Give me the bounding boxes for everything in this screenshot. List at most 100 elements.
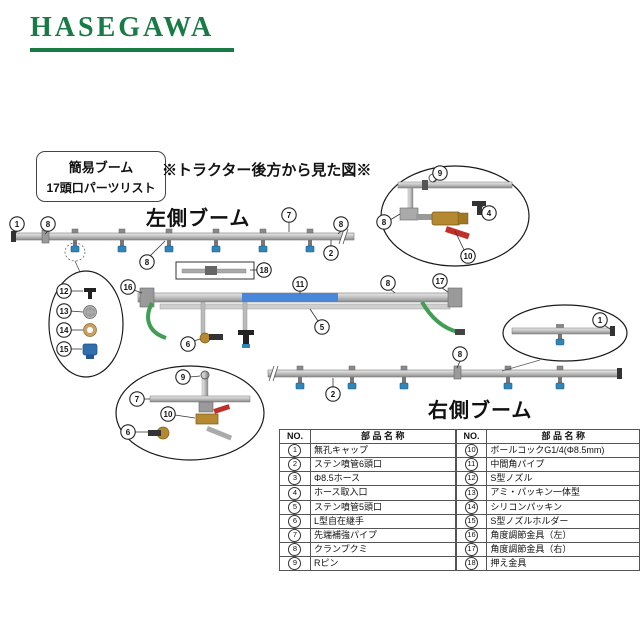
part-name: 無孔キャップ [309, 442, 456, 459]
svg-text:8: 8 [386, 279, 391, 288]
part-callout: 11 [292, 276, 308, 294]
part-callout: 16 [120, 279, 143, 295]
nozzle [164, 228, 174, 253]
svg-text:8: 8 [382, 218, 387, 227]
svg-text:7: 7 [287, 211, 292, 220]
mesh-lines [85, 307, 95, 317]
end-cap [610, 326, 615, 336]
part-number: 2 [288, 458, 302, 472]
part-name: Rピン [309, 555, 456, 572]
part-number: 8 [288, 543, 302, 556]
svg-text:12: 12 [60, 287, 69, 296]
col-header-name: 部 品 名 称 [486, 429, 640, 444]
svg-text:6: 6 [186, 340, 191, 349]
part-callout: 15 [56, 341, 82, 357]
l-joint-arm [209, 334, 223, 340]
part-number: 11 [464, 458, 478, 472]
part-name: 角度調節金具（右） [486, 541, 640, 558]
part-number: 10 [464, 444, 478, 458]
svg-text:2: 2 [331, 390, 336, 399]
part-callout: 7 [281, 207, 297, 232]
part-name: ボールコックG1/4(Φ8.5mm) [486, 442, 640, 459]
nozzle-holder [82, 343, 98, 356]
part-name: 押え金具 [486, 555, 640, 572]
part-callout: 9 [175, 369, 201, 385]
svg-text:1: 1 [15, 220, 20, 229]
l-joint [199, 332, 211, 344]
part-number: 13 [464, 486, 478, 500]
part-callout: 8 [139, 240, 166, 270]
logo-underline [30, 48, 234, 52]
nozzle [347, 365, 357, 390]
part-callout: 10 [454, 230, 476, 264]
blue-band [242, 293, 338, 302]
hose [146, 302, 167, 340]
part-number: 14 [464, 500, 478, 514]
part-callout: 6 [120, 424, 148, 440]
nozzle [211, 228, 221, 253]
part-name: S型ノズル [486, 471, 640, 487]
part-number: 12 [464, 472, 478, 486]
nozzle [258, 228, 268, 253]
table-row: 10 ボールコックG1/4(Φ8.5mm) [455, 442, 640, 459]
pipe-break-mark [268, 365, 279, 382]
right-boom-label: 右側ブーム [428, 400, 533, 422]
table-row: 2 ステン噴管6頭口 [279, 457, 456, 473]
svg-text:8: 8 [458, 350, 463, 359]
col-header-no: NO. [279, 429, 311, 444]
pipe-break-mark [269, 365, 278, 382]
part-name: 角度調節金具（左） [486, 527, 640, 543]
svg-text:7: 7 [135, 395, 140, 404]
table-row: 17 角度調節金具（右） [455, 541, 640, 558]
pipe-break-mark [339, 228, 348, 245]
part-name: ステン噴管6頭口 [309, 457, 456, 473]
svg-text:8: 8 [339, 220, 344, 229]
nozzle [117, 228, 127, 253]
pipe [397, 181, 513, 189]
svg-text:2: 2 [329, 249, 334, 258]
angled-pipe [206, 426, 233, 441]
svg-text:10: 10 [464, 252, 473, 261]
nozzle-holder-base [86, 355, 94, 359]
tee-fitting-stem [243, 335, 249, 344]
clamp [453, 365, 462, 380]
left-boom-label: 左側ブーム [146, 208, 251, 230]
clamp [41, 229, 50, 244]
svg-text:8: 8 [46, 220, 51, 229]
connector [416, 214, 434, 220]
part-callout: 18 [250, 262, 272, 278]
part-callout: 8 [380, 275, 396, 294]
part-number: 7 [288, 528, 302, 542]
part-callout: 14 [56, 322, 83, 338]
part-callout: 12 [56, 283, 83, 299]
ball-valve-body [431, 211, 461, 226]
part-name: アミ・パッキン一体型 [486, 485, 640, 501]
svg-text:5: 5 [320, 323, 325, 332]
svg-text:11: 11 [296, 280, 305, 289]
part-number: 6 [288, 514, 302, 528]
svg-text:8: 8 [145, 258, 150, 267]
svg-text:4: 4 [487, 209, 492, 218]
hose-fitting [455, 329, 465, 335]
part-callout: 2 [325, 378, 341, 402]
title-line1: 簡易ブーム [68, 160, 134, 175]
nozzle-tip [242, 344, 250, 348]
table-header-row: NO. 部 品 名 称 [279, 429, 456, 444]
pipe-break-mark [338, 228, 349, 245]
brand-logo: HASEGAWA [30, 12, 215, 43]
ball-cock-body [195, 413, 219, 425]
valve-handle [445, 226, 470, 240]
table-row: 12 S型ノズル [455, 471, 640, 487]
part-number: 17 [464, 543, 478, 556]
joint-detail-view [115, 365, 265, 461]
valve-detail-view [380, 165, 530, 267]
part-name: Φ8.5ホース [309, 471, 456, 487]
nozzle [399, 365, 409, 390]
